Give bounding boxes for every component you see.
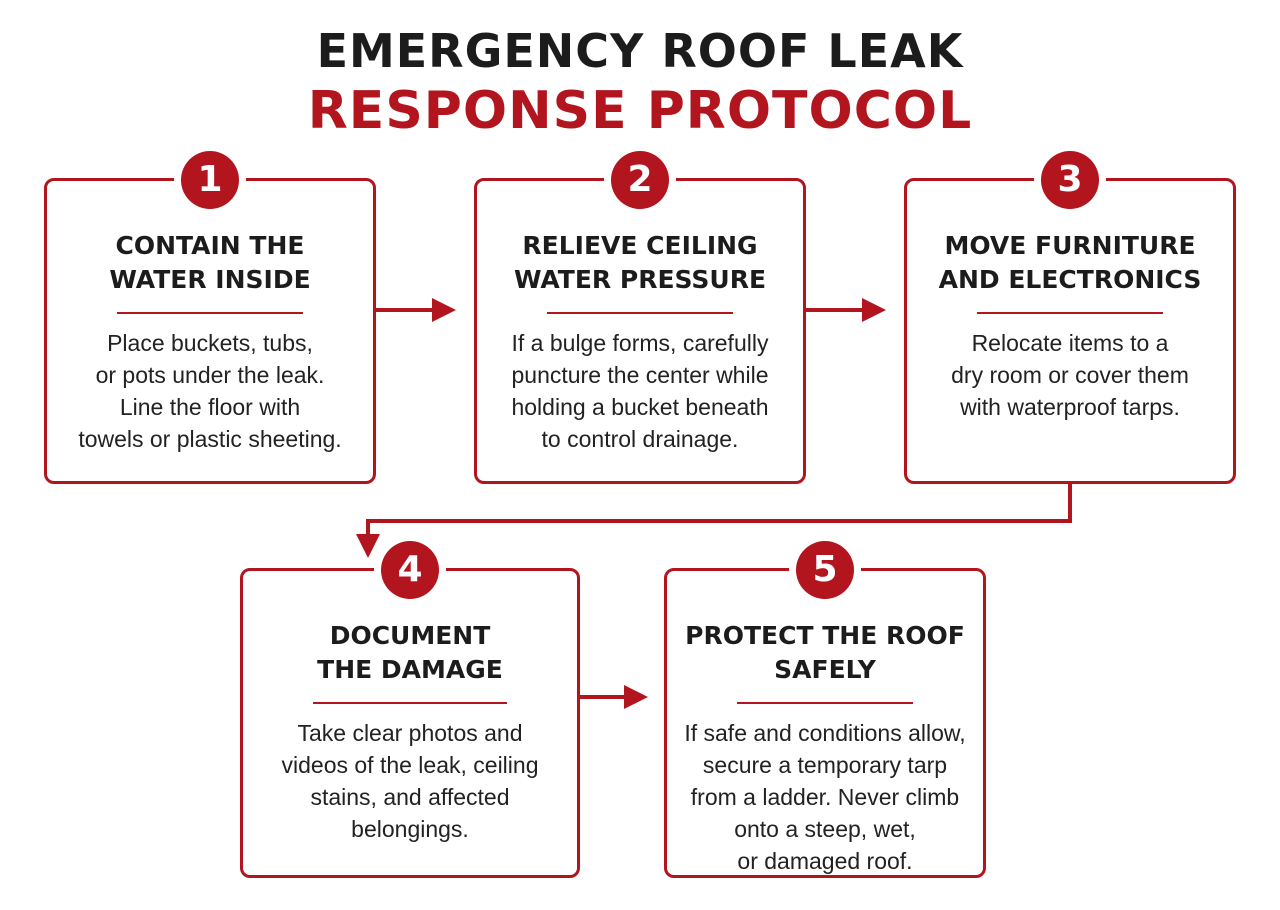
step-card-2: 2 RELIEVE CEILING WATER PRESSURE If a bu… <box>474 151 806 484</box>
step-card-1: 1 CONTAIN THE WATER INSIDE Place buckets… <box>44 151 376 484</box>
step-title: PROTECT THE ROOF SAFELY <box>685 621 965 684</box>
step-divider <box>977 312 1163 314</box>
arrow-step-3-to-4 <box>356 484 1072 558</box>
step-description: Take clear photos and videos of the leak… <box>281 720 539 842</box>
step-card-4: 4 DOCUMENT THE DAMAGE Take clear photos … <box>240 541 580 878</box>
step-number-badge: 5 <box>796 541 854 599</box>
step-description: Relocate items to a dry room or cover th… <box>951 330 1189 420</box>
page-title-line-1: EMERGENCY ROOF LEAK <box>316 24 964 78</box>
step-card-3: 3 MOVE FURNITURE AND ELECTRONICS Relocat… <box>904 151 1236 484</box>
step-description: Place buckets, tubs, or pots under the l… <box>78 330 342 452</box>
page-title-line-2: RESPONSE PROTOCOL <box>307 81 973 141</box>
step-title: RELIEVE CEILING WATER PRESSURE <box>513 231 767 294</box>
step-number-badge: 1 <box>181 151 239 209</box>
step-description: If safe and conditions allow, secure a t… <box>684 720 966 874</box>
step-title: DOCUMENT THE DAMAGE <box>317 621 503 684</box>
step-description: If a bulge forms, carefully puncture the… <box>511 330 769 452</box>
step-divider <box>737 702 913 704</box>
step-title: CONTAIN THE WATER INSIDE <box>109 231 311 294</box>
step-divider <box>547 312 733 314</box>
step-divider <box>117 312 303 314</box>
step-number-badge: 2 <box>611 151 669 209</box>
step-title: MOVE FURNITURE AND ELECTRONICS <box>938 231 1202 294</box>
step-number-badge: 3 <box>1041 151 1099 209</box>
step-card-5: 5 PROTECT THE ROOF SAFELY If safe and co… <box>664 541 986 878</box>
step-number-badge: 4 <box>381 541 439 599</box>
step-divider <box>313 702 507 704</box>
